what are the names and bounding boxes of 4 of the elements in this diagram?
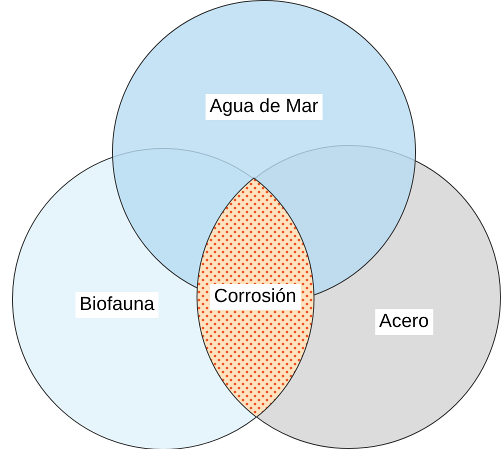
set-label: Acero — [375, 309, 433, 335]
set-label: Agua de Mar — [206, 94, 322, 120]
intersection-label: Corrosión — [210, 284, 300, 310]
set-label: Biofauna — [76, 292, 158, 318]
